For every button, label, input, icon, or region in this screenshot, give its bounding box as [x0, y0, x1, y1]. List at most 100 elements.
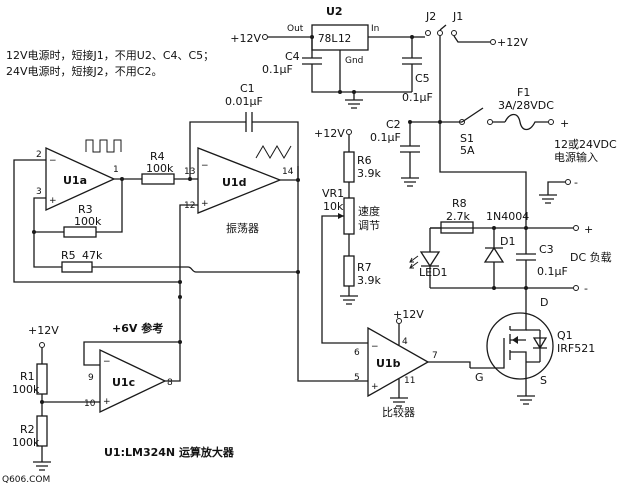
q1-d-pin: D — [540, 296, 548, 309]
f1-rating: 3A/28VDC — [498, 99, 554, 112]
svg-text:+: + — [49, 196, 57, 206]
resistor-r6 — [343, 151, 355, 183]
r6-value: 3.9k — [357, 167, 381, 180]
u1d-pin12: 12 — [184, 201, 195, 211]
u1b-supply-label: +12V — [393, 308, 424, 321]
reg-out-label: +12V — [230, 32, 261, 45]
wire-r5 — [92, 266, 298, 273]
speed-label-2: 调节 — [358, 219, 380, 232]
input-minus: - — [574, 176, 578, 189]
c4-value: 0.1μF — [262, 63, 293, 76]
ground-input — [539, 181, 565, 204]
u2-in-pin: In — [371, 24, 379, 34]
u1b-pin4: 4 — [402, 337, 408, 347]
terminal-load-neg — [573, 285, 579, 291]
u1b-pin5: 5 — [354, 373, 360, 383]
u1a-pin2: 2 — [36, 150, 42, 160]
wire-u1a-minus — [13, 159, 180, 283]
cap-c1 — [189, 112, 299, 180]
j-common-pin — [437, 30, 443, 36]
terminal-r6-supply — [346, 129, 352, 135]
terminal-j1 — [490, 39, 496, 45]
ground-r7 — [340, 286, 358, 305]
diode-d1 — [483, 228, 505, 288]
led-led1 — [419, 240, 441, 288]
q1-g-pin: G — [475, 371, 484, 384]
input-label-1: 12或24VDC — [554, 138, 617, 151]
q1-s-pin: S — [540, 374, 547, 387]
svg-text:−: − — [49, 156, 57, 166]
opamp-u1c — [99, 348, 167, 414]
j2-label: J2 — [425, 10, 436, 23]
u1b-pin11: 11 — [404, 376, 415, 386]
c3-value: 0.1μF — [537, 265, 568, 278]
wire-load-rail — [439, 122, 527, 205]
d1-part: 1N4004 — [486, 210, 529, 223]
reference-label: +6V 参考 — [112, 321, 163, 335]
ground-r2 — [33, 446, 51, 471]
ground-q1 — [517, 378, 535, 405]
c3-name: C3 — [539, 243, 554, 256]
wire-u1c-feedback — [83, 341, 181, 382]
switch-s1 — [461, 107, 484, 123]
terminal-u1b-supply — [396, 318, 402, 324]
c1-name: C1 — [240, 82, 255, 95]
u1a-pin3: 3 — [36, 187, 42, 197]
u1d-pin14: 14 — [282, 167, 294, 177]
note-line-2: 24V电源时，短接J2，不用C2。 — [6, 64, 162, 78]
j1-label: J1 — [452, 10, 463, 23]
svg-text:+: + — [371, 382, 379, 392]
watermark: Q606.COM — [2, 475, 50, 485]
wire-u1b-gate — [428, 361, 471, 368]
u2-name: U2 — [326, 5, 343, 18]
input-plus: + — [560, 117, 569, 130]
wire-u1b-plus — [297, 166, 368, 382]
r5-value: 47k — [82, 249, 103, 262]
r3-value: 100k — [74, 215, 102, 228]
load-label: DC 负载 — [570, 250, 612, 264]
cap-c2 — [400, 122, 420, 187]
r6-name: R6 — [357, 154, 372, 167]
u1c-pin10: 10 — [84, 399, 96, 409]
terminal-input-pos — [548, 119, 554, 125]
terminal-reg-out — [262, 34, 268, 40]
u1c-pin9: 9 — [88, 373, 94, 383]
r3-name: R3 — [78, 203, 93, 216]
load-plus: + — [584, 223, 593, 236]
cap-c3 — [516, 228, 536, 288]
q1-part: IRF521 — [557, 342, 595, 355]
wire-wiper-u1b — [321, 215, 368, 344]
ground-reg — [339, 50, 363, 109]
c5-name: C5 — [415, 72, 430, 85]
square-wave-icon — [85, 139, 122, 153]
r4-name: R4 — [150, 150, 165, 163]
r4-value: 100k — [146, 162, 174, 175]
c5-value: 0.1μF — [402, 91, 433, 104]
r6-supply-label: +12V — [314, 127, 345, 140]
vr1-value: 10k — [323, 200, 344, 213]
svg-text:+: + — [201, 199, 209, 209]
c2-name: C2 — [386, 118, 401, 131]
r1-name: R1 — [20, 370, 35, 383]
r8-value: 2.7k — [446, 210, 470, 223]
f1-name: F1 — [517, 86, 530, 99]
u1-note: U1:LM324N 运算放大器 — [104, 445, 235, 459]
r2-value: 100k — [12, 436, 40, 449]
opamp-u1d — [197, 147, 282, 214]
terminal-input-neg — [565, 179, 571, 185]
opamp-u1b — [367, 326, 430, 398]
u1a-pin1: 1 — [113, 165, 119, 175]
u1b-pin6: 6 — [354, 348, 360, 358]
c4-name: C4 — [285, 50, 300, 63]
resistor-r3 — [63, 226, 97, 238]
vr1-name: VR1 — [322, 187, 344, 200]
r7-name: R7 — [357, 261, 372, 274]
j2-pin — [425, 30, 431, 36]
wire-u1a-plus — [33, 197, 64, 233]
u1c-name: U1c — [112, 376, 135, 389]
potentiometer-vr1 — [343, 197, 355, 235]
u1d-name: U1d — [222, 176, 246, 189]
oscillator-label: 振荡器 — [226, 221, 259, 235]
c2-value: 0.1μF — [370, 131, 401, 144]
r2-name: R2 — [20, 423, 35, 436]
